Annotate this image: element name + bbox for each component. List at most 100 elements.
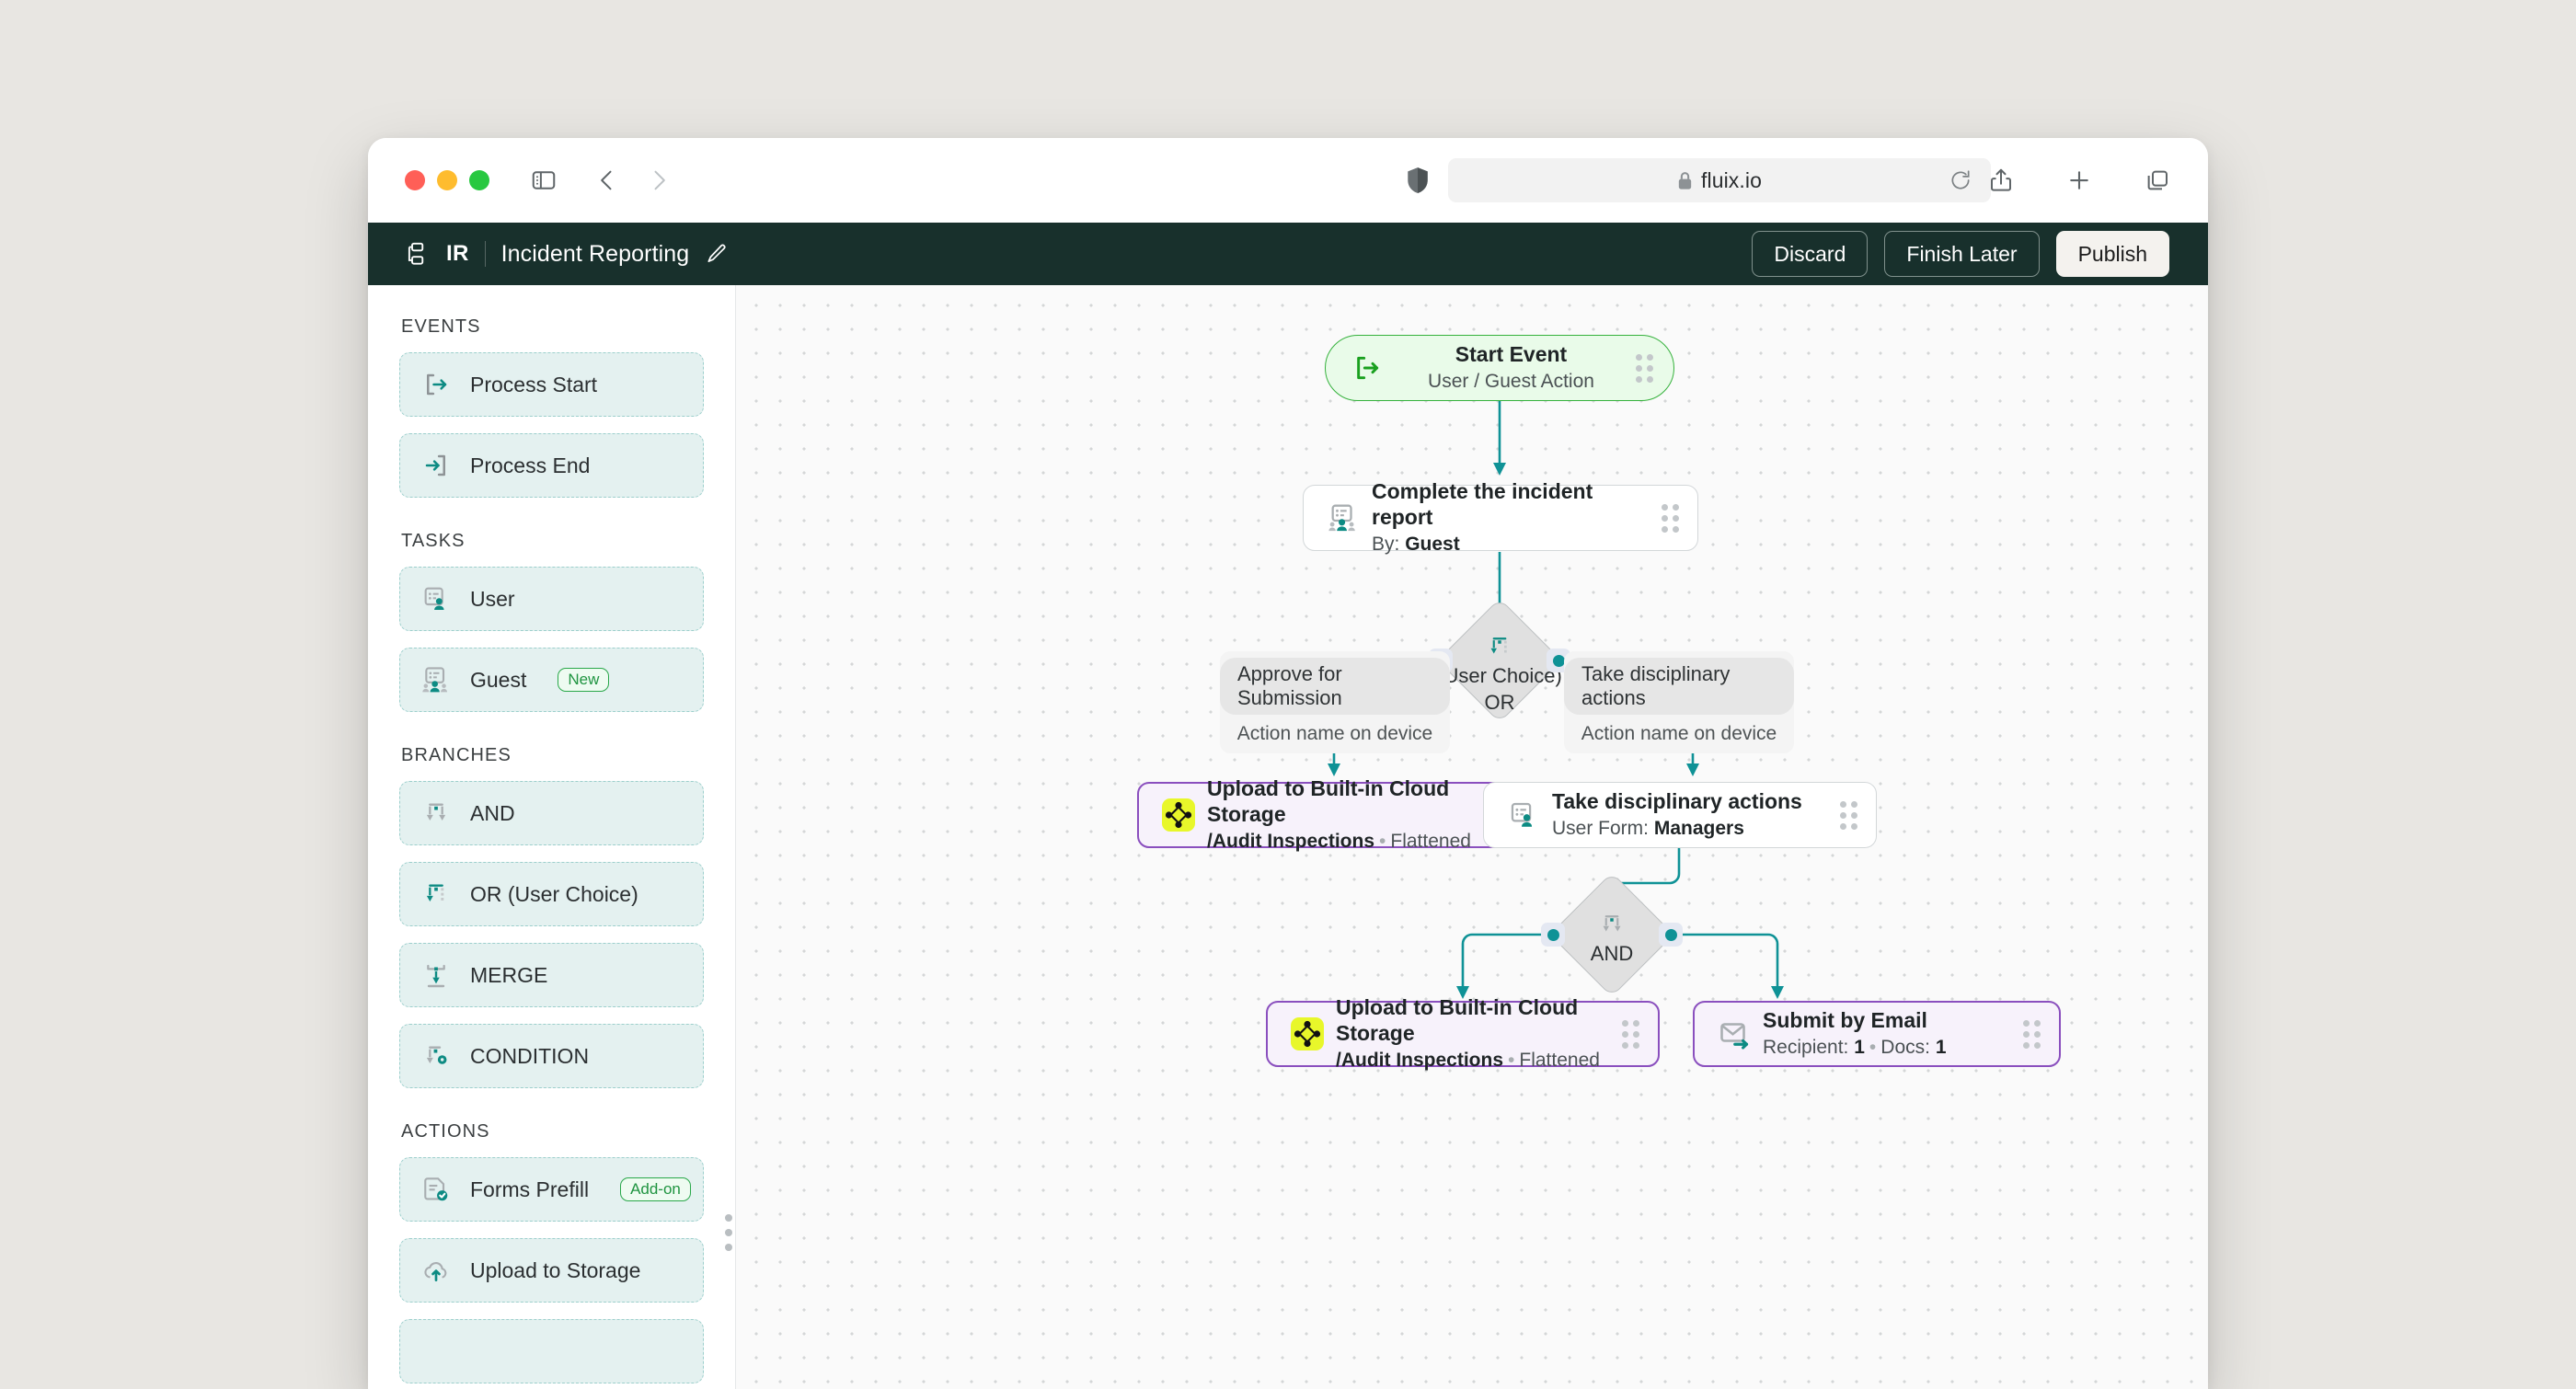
palette-item-label: Upload to Storage: [470, 1257, 641, 1282]
separator-dot: •: [1379, 831, 1386, 853]
branch-merge-icon: [420, 960, 452, 990]
palette-item-label: OR (User Choice): [470, 881, 638, 906]
palette-resize-handle[interactable]: [725, 1214, 732, 1251]
palette-item-partial[interactable]: [399, 1319, 704, 1383]
back-chevron-icon[interactable]: [594, 167, 620, 193]
drag-handle-icon[interactable]: [1662, 503, 1679, 533]
node-submit-by-email[interactable]: Submit by Email Recipient: 1•Docs: 1: [1693, 1001, 2061, 1067]
url-host: fluix.io: [1701, 167, 1762, 192]
browser-window: fluix.io: [368, 138, 2208, 1389]
palette-item-process-end[interactable]: Process End: [399, 433, 704, 498]
reload-icon[interactable]: [1949, 168, 1972, 192]
node-title: Take disciplinary actions: [1552, 789, 1802, 814]
lock-icon: [1677, 171, 1693, 190]
node-path: /Audit Inspections: [1207, 831, 1375, 853]
cloud-storage-app-icon: [1286, 1016, 1328, 1052]
palette-item-condition[interactable]: CONDITION: [399, 1024, 704, 1088]
share-icon[interactable]: [1987, 166, 2015, 194]
gateway-and-port-left[interactable]: [1541, 923, 1565, 947]
node-title: Upload to Built-in Cloud Storage: [1336, 995, 1579, 1046]
node-complete-incident-report[interactable]: Complete the incident report By: Guest: [1303, 479, 1698, 555]
drag-handle-icon[interactable]: [1840, 800, 1857, 830]
palette-item-label: Process End: [470, 453, 591, 477]
node-text: Start Event User / Guest Action: [1388, 341, 1627, 394]
palette-group-title-events: EVENTS: [401, 316, 481, 337]
palette-item-or-user-choice[interactable]: OR (User Choice): [399, 862, 704, 926]
tabs-overview-icon[interactable]: [2144, 166, 2171, 194]
elements-palette: EVENTS Process Start Proces: [368, 285, 736, 1389]
palette-item-guest[interactable]: Guest New: [399, 648, 704, 712]
palette-item-label: Guest: [470, 667, 527, 692]
palette-group-title-branches: BRANCHES: [401, 745, 512, 765]
address-bar[interactable]: fluix.io: [1448, 158, 1991, 202]
palette-item-and[interactable]: AND: [399, 781, 704, 845]
recipient-label: Recipient:: [1763, 1037, 1849, 1059]
recipient-value: 1: [1854, 1037, 1865, 1059]
palette-item-merge[interactable]: MERGE: [399, 943, 704, 1007]
drag-handle-icon[interactable]: [2023, 1019, 2041, 1049]
header-divider: [484, 241, 486, 267]
palette-item-label: User: [470, 586, 515, 611]
upload-cloud-icon: [420, 1256, 452, 1285]
publish-button[interactable]: Publish: [2055, 231, 2169, 277]
process-end-icon: [420, 452, 452, 479]
forward-chevron-icon[interactable]: [646, 167, 672, 193]
branch-pill: Approve for Submission: [1220, 658, 1450, 715]
cloud-storage-app-icon: [1157, 797, 1200, 833]
minimize-window-button[interactable]: [437, 170, 457, 190]
separator-dot: •: [1508, 1050, 1515, 1072]
project-abbreviation: IR: [446, 241, 469, 266]
finish-later-button[interactable]: Finish Later: [1884, 231, 2040, 277]
navigation-arrows: [594, 167, 672, 193]
branch-caption: Action name on device: [1236, 723, 1433, 744]
browser-toolbar: fluix.io: [368, 138, 2208, 223]
gateway-and-port-right[interactable]: [1659, 923, 1683, 947]
app-body: EVENTS Process Start Proces: [368, 285, 2208, 1389]
node-upload-cloud-storage-left[interactable]: Upload to Built-in Cloud Storage /Audit …: [1137, 776, 1531, 852]
palette-badge-new: New: [558, 668, 610, 692]
palette-item-process-start[interactable]: Process Start: [399, 352, 704, 417]
discard-button[interactable]: Discard: [1752, 231, 1869, 277]
node-subtitle: /Audit Inspections•Flattened: [1207, 829, 1484, 854]
palette-item-upload-to-storage[interactable]: Upload to Storage: [399, 1238, 704, 1303]
docs-label: Docs:: [1880, 1037, 1930, 1059]
palette-item-forms-prefill[interactable]: Forms Prefill Add-on: [399, 1157, 704, 1222]
branch-label-left[interactable]: Approve for Submission Action name on de…: [1220, 651, 1450, 753]
plus-icon[interactable]: [2065, 166, 2093, 194]
node-title: Complete the incident report: [1372, 479, 1593, 530]
app-header-actions: Discard Finish Later Publish: [1752, 231, 2169, 277]
node-subtitle: /Audit Inspections•Flattened: [1336, 1048, 1613, 1073]
close-window-button[interactable]: [405, 170, 425, 190]
separator-dot: •: [1869, 1037, 1877, 1059]
node-take-disciplinary-actions[interactable]: Take disciplinary actions User Form: Man…: [1483, 782, 1877, 848]
node-sub-label: User Form:: [1552, 818, 1649, 840]
node-upload-cloud-storage-bottom[interactable]: Upload to Built-in Cloud Storage /Audit …: [1266, 995, 1660, 1071]
drag-handle-icon[interactable]: [1636, 353, 1653, 383]
sidebar-toggle-icon[interactable]: [530, 166, 558, 194]
drag-handle-icon[interactable]: [1622, 1019, 1639, 1049]
app-header: IR Incident Reporting Discard Finish Lat…: [368, 223, 2208, 285]
node-subtitle: By: Guest: [1372, 532, 1652, 557]
palette-item-user[interactable]: User: [399, 567, 704, 631]
forms-prefill-icon: [420, 1175, 452, 1204]
node-start-event[interactable]: Start Event User / Guest Action: [1325, 335, 1674, 401]
branch-label-right[interactable]: Take disciplinary actions Action name on…: [1564, 651, 1794, 753]
branch-pill: Take disciplinary actions: [1564, 658, 1794, 715]
node-path: /Audit Inspections: [1336, 1050, 1504, 1072]
user-task-icon: [420, 584, 452, 614]
palette-item-label: Process Start: [470, 372, 598, 396]
node-text: Submit by Email Recipient: 1•Docs: 1: [1755, 1007, 2014, 1060]
user-task-icon: [1502, 799, 1545, 831]
pencil-icon[interactable]: [705, 242, 729, 266]
submit-email-icon: [1713, 1017, 1755, 1050]
workflow-canvas[interactable]: Start Event User / Guest Action: [736, 285, 2208, 1389]
node-subtitle: User / Guest Action: [1428, 371, 1594, 393]
maximize-window-button[interactable]: [469, 170, 489, 190]
workflow-icon[interactable]: [403, 240, 431, 268]
node-title: Start Event: [1455, 342, 1568, 367]
node-sub-label: By:: [1372, 534, 1400, 556]
process-start-icon: [1346, 353, 1388, 383]
node-sub-value: Guest: [1405, 534, 1460, 556]
shield-icon[interactable]: [1406, 166, 1430, 194]
